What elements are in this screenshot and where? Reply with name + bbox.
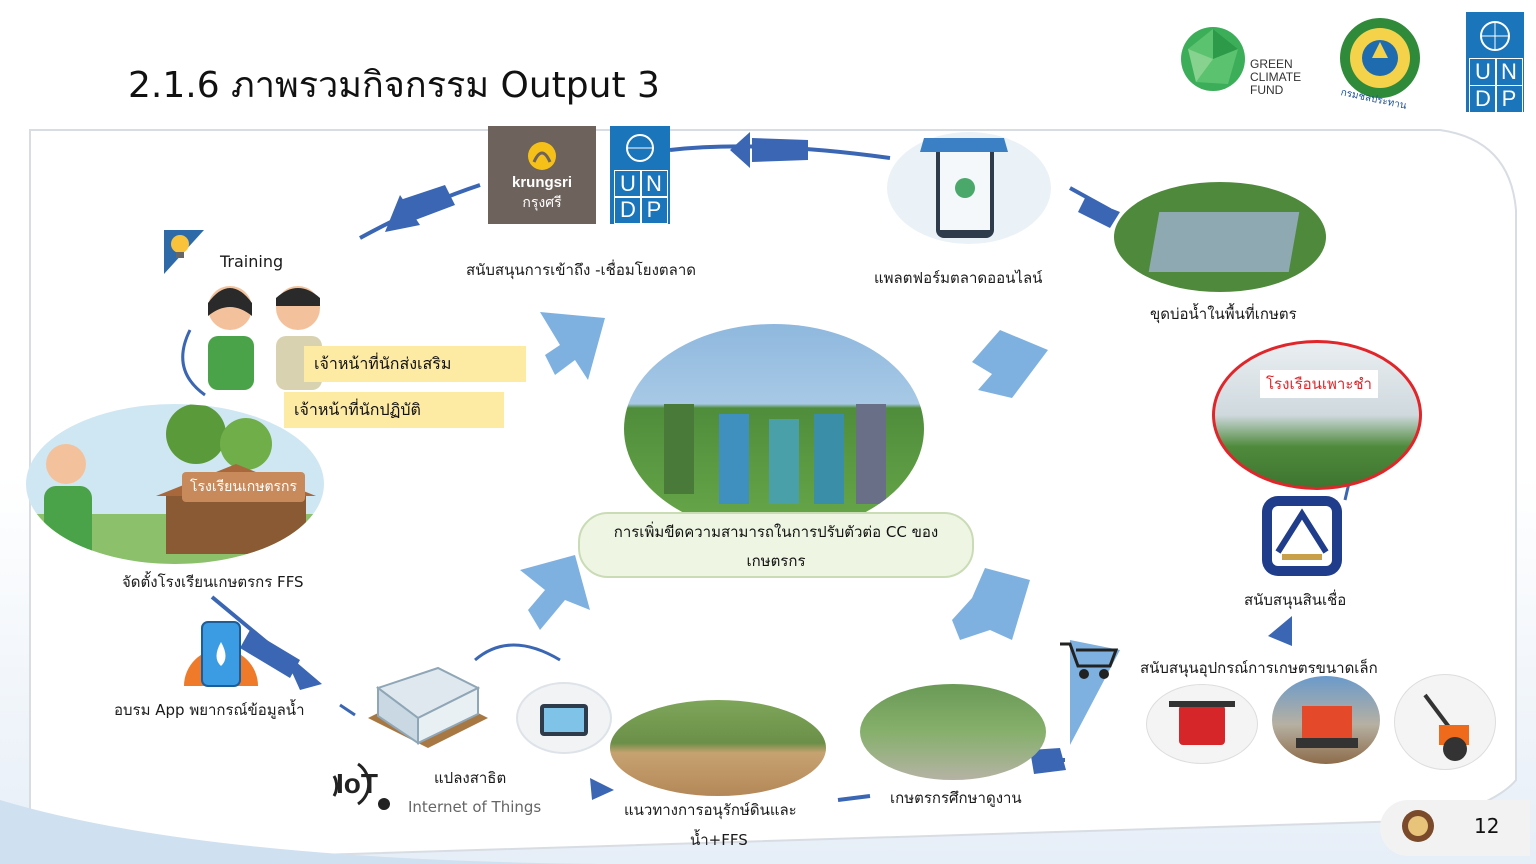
pond-water xyxy=(1148,212,1300,272)
gcf-text-3: FUND xyxy=(1250,83,1284,97)
undp-logo-top: U N D P xyxy=(1466,12,1524,113)
water-pump-photo xyxy=(1146,684,1258,764)
undp-letter-p: P xyxy=(1495,85,1523,113)
water-app-icon xyxy=(184,621,258,687)
online-platform-label: แพลตฟอร์มตลาดออนไลน์ xyxy=(874,269,1043,287)
wheelbarrow-icon xyxy=(1060,642,1118,679)
tiller-photo xyxy=(1394,674,1496,770)
tablet-illustration xyxy=(516,682,612,754)
rid-logo: กรมชลประทาน xyxy=(1332,12,1428,112)
officer-practice-box: เจ้าหน้าที่นักปฏิบัติ xyxy=(284,392,504,428)
online-platform-illustration xyxy=(887,132,1051,244)
gcf-globe-icon xyxy=(1181,27,1245,91)
gcf-text-1: GREEN xyxy=(1250,57,1293,71)
rid-emblem-icon xyxy=(1340,18,1420,98)
krungsri-logo: krungsri กรุงศรี xyxy=(488,126,596,224)
page-title: 2.1.6 ภาพรวมกิจกรรม Output 3 xyxy=(128,65,660,106)
ffs-setup-label: จัดตั้งโรงเรียนเกษตรกร FFS xyxy=(122,573,304,591)
training-label: Training xyxy=(220,252,284,271)
undp-mid-letter-u: U xyxy=(614,170,642,198)
krungsri-text-en: krungsri xyxy=(511,174,572,191)
center-goal-line-2: เกษตรกร xyxy=(746,552,806,570)
gcf-logo: GREEN CLIMATE FUND xyxy=(1172,16,1314,110)
undp-mid-letter-p: P xyxy=(640,196,668,224)
harvester-icon xyxy=(1296,706,1358,748)
greenhouse-label: โรงเรือนเพาะชำ xyxy=(1260,370,1378,398)
undp-letter-d: D xyxy=(1469,85,1497,113)
farmer-school-illustration: โรงเรียนเกษตรกร xyxy=(26,404,324,564)
soil-label-2: น้ำ+FFS xyxy=(690,831,748,849)
farmers-photo xyxy=(624,324,924,534)
harvester-photo xyxy=(1272,676,1380,764)
un-emblem-icon xyxy=(1480,21,1510,51)
farmer-school-scene xyxy=(26,404,324,564)
greenhouse-photo xyxy=(1212,340,1422,490)
study-visit-label: เกษตรกรศึกษาดูงาน xyxy=(890,789,1022,807)
iot-logo: IoT xyxy=(326,756,396,816)
tiller-icon xyxy=(1423,693,1469,761)
farmer-school-sign: โรงเรียนเกษตรกร xyxy=(182,472,306,502)
krungsri-emblem-icon xyxy=(528,142,556,170)
market-access-label: สนับสนุนการเข้าถึง -เชื่อมโยงตลาด xyxy=(466,261,697,279)
app-training-label: อบรม App พยากรณ์ข้อมูลน้ำ xyxy=(114,701,305,719)
undp-logo-mid: U N D P xyxy=(610,126,670,224)
lightbulb-icon xyxy=(164,230,204,274)
krungsri-text-th: กรุงศรี xyxy=(522,195,562,211)
credit-label: สนับสนุนสินเชื่อ xyxy=(1244,591,1347,609)
officer-extension-box: เจ้าหน้าที่นักส่งเสริม xyxy=(304,346,526,382)
demo-plot-greenhouse-icon xyxy=(368,666,488,748)
page-number: 12 xyxy=(1474,814,1500,838)
undp-mid-letter-n: N xyxy=(640,170,668,198)
iot-logo-text: IoT xyxy=(336,768,378,799)
soil-label-1: แนวทางการอนุรักษ์ดินและ xyxy=(624,801,797,819)
pond-photo xyxy=(1114,182,1326,292)
iot-signal-icon xyxy=(332,762,390,810)
baac-logo xyxy=(1262,496,1342,576)
officers-illustration xyxy=(208,286,322,390)
demo-plot-label: แปลงสาธิต xyxy=(434,769,507,787)
small-equipment-label: สนับสนุนอุปกรณ์การเกษตรขนาดเล็ก xyxy=(1140,659,1378,677)
rid-small-emblem-icon xyxy=(1402,810,1434,842)
water-pump-icon xyxy=(1169,701,1235,745)
tablet-icon xyxy=(540,704,588,736)
undp-mid-letter-d: D xyxy=(614,196,642,224)
farmers-figures xyxy=(664,404,886,504)
center-goal-box: การเพิ่มขีดความสามารถในการปรับตัวต่อ CC … xyxy=(578,512,974,578)
un-emblem-icon-mid xyxy=(626,134,654,162)
gcf-text-2: CLIMATE xyxy=(1250,70,1302,84)
soil-photo xyxy=(610,700,826,796)
pond-label: ขุดบ่อน้ำในพื้นที่เกษตร xyxy=(1150,305,1297,323)
center-goal-line-1: การเพิ่มขีดความสามารถในการปรับตัวต่อ CC … xyxy=(613,523,939,541)
study-visit-photo xyxy=(860,684,1046,780)
iot-label: Internet of Things xyxy=(408,798,542,816)
